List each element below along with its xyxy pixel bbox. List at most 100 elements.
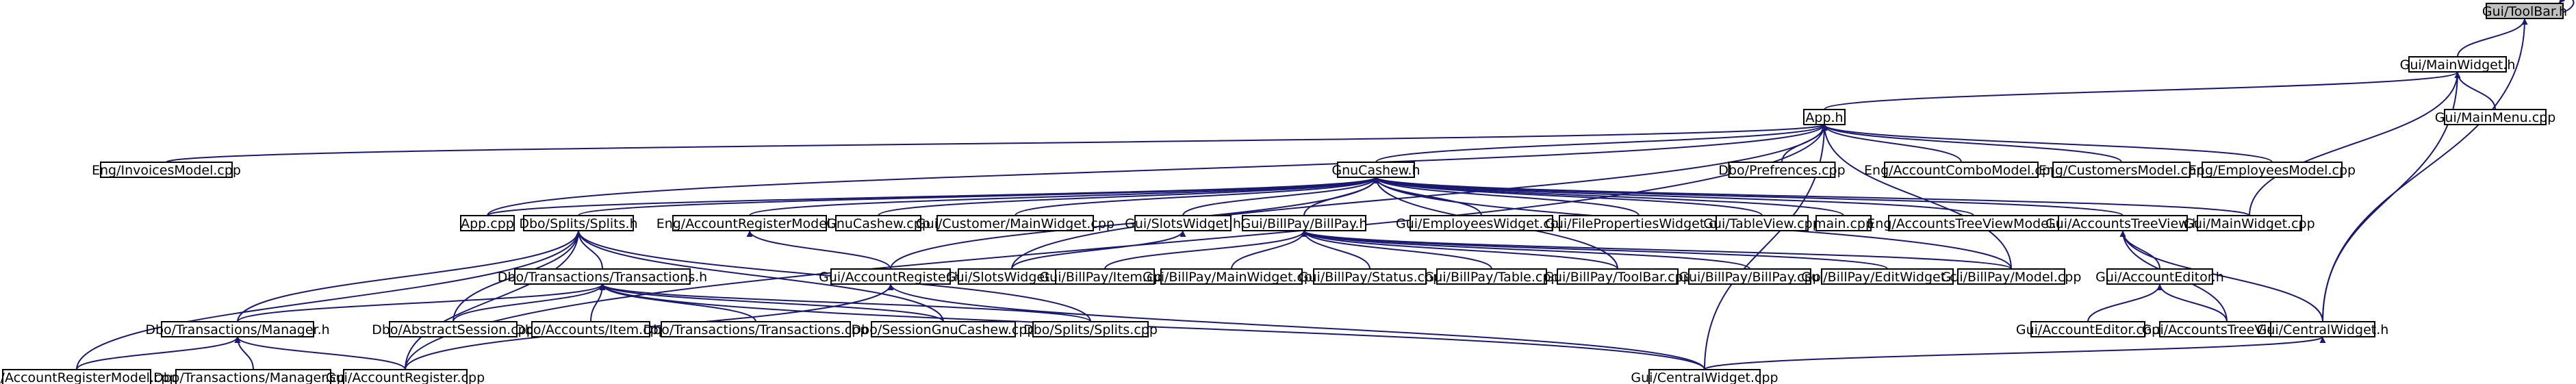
node-billpay-table-cpp[interactable]: Gui/BillPay/Table.cpp	[1425, 268, 1559, 285]
node-box	[871, 321, 1016, 337]
edge-transactions_h-to-splits_cpp	[599, 283, 1091, 322]
node-accounts-item-cpp[interactable]: Dbo/Accounts/Item.cpp	[515, 321, 667, 337]
node-accountcombomodel-cpp[interactable]: Eng/AccountComboModel.cpp	[1864, 162, 2058, 178]
node-main-cpp[interactable]: main.cpp	[1813, 215, 1874, 231]
node-tableview-cpp[interactable]: Gui/TableView.cpp	[1703, 215, 1821, 231]
node-label: Gui/AccountRegister.cpp	[326, 370, 485, 384]
node-billpay-h[interactable]: Gui/BillPay/BillPay.h	[1241, 215, 1368, 231]
node-label: Gui/BillPay/Item.cpp	[1039, 270, 1170, 285]
node-label: main.cpp	[1813, 216, 1874, 231]
edge-billpay_h-to-billpay_table_cpp	[1301, 230, 1492, 270]
node-accountregistermodel-cpp[interactable]: Eng/AccountRegisterModel.cpp	[0, 369, 178, 384]
node-accountstreeviewmodel-cpp[interactable]: Eng/AccountsTreeViewModel.cpp	[1867, 215, 2080, 231]
node-employeeswidget-cpp[interactable]: Gui/EmployeesWidget.cpp	[1396, 215, 1567, 231]
node-box	[661, 321, 851, 337]
node-splits-h[interactable]: Dbo/Splits/Splits.h	[519, 215, 638, 231]
node-splits-cpp[interactable]: Dbo/Splits/Splits.cpp	[1023, 321, 1158, 337]
edge-app_h-to-slotswidget_cpp	[1011, 124, 1828, 270]
edge-gnucashew_h-to-app_cpp	[487, 177, 1379, 216]
edge-gnucashew_h-to-mainwidget_cpp	[1373, 177, 2250, 216]
edge-gnucashew_h-to-main_cpp	[1373, 177, 1844, 216]
edge-billpay_h-to-billpay_toolbar_cpp	[1301, 230, 1618, 270]
node-mainwidget-cpp[interactable]: Gui/MainWidget.cpp	[2184, 215, 2315, 231]
node-billpay-model-cpp[interactable]: Gui/BillPay/Model.cpp	[1941, 268, 2082, 285]
node-mainwidget-h[interactable]: Gui/MainWidget.h	[2400, 56, 2516, 73]
node-accountstreeview-cpp[interactable]: Gui/AccountsTreeView.cpp	[2142, 321, 2312, 337]
node-employeesmodel-cpp[interactable]: Eng/EmployeesModel.cpp	[2189, 162, 2356, 178]
node-manager-h[interactable]: Dbo/Transactions/Manager.h	[145, 321, 330, 337]
edge-app_h-to-invoicesmodel_cpp	[166, 124, 1827, 163]
edge-app_h-to-billpay_model_cpp	[1821, 124, 2012, 270]
node-label: Gui/BillPay/Table.cpp	[1425, 270, 1559, 285]
edge-app_h-to-employeesmodel_cpp	[1821, 124, 2273, 163]
node-billpay-editwidget-cpp[interactable]: Gui/BillPay/EditWidget.cpp	[1801, 268, 1974, 285]
node-abstractsession-cpp[interactable]: Dbo/AbstractSession.cpp	[372, 321, 535, 337]
node-accounteditor-cpp[interactable]: Gui/AccountEditor.cpp	[2016, 321, 2160, 337]
node-label: Gui/MainWidget.h	[2400, 57, 2516, 73]
node-slotswidget-h[interactable]: Gui/SlotsWidget.h	[1125, 215, 1241, 231]
node-slotswidget-cpp[interactable]: Gui/SlotsWidget.cpp	[946, 268, 1077, 285]
node-box	[460, 215, 515, 231]
node-filepropertieswidget-cpp[interactable]: Gui/FilePropertiesWidget.cpp	[1545, 215, 1733, 231]
node-accountregister-h[interactable]: Gui/AccountRegister.h	[819, 268, 962, 285]
node-customersmodel-cpp[interactable]: Eng/CustomersModel.cpp	[2039, 162, 2204, 178]
edge-accounteditor_h-to-accountstreeview_cpp	[2156, 283, 2228, 322]
node-gnucashew-h[interactable]: GnuCashew.h	[1331, 162, 1420, 178]
node-label: Gui/MainWidget.cpp	[2184, 216, 2314, 231]
node-billpay-billpay-cpp[interactable]: Gui/BillPay/BillPay.cpp	[1679, 268, 1821, 285]
node-accountregister-cpp[interactable]: Gui/AccountRegister.cpp	[326, 369, 485, 384]
node-accountstreeview-h[interactable]: Gui/AccountsTreeView.h	[2045, 215, 2200, 231]
node-label: Gui/BillPay/Model.cpp	[1941, 270, 2082, 285]
node-app-h[interactable]: App.h	[1803, 109, 1846, 125]
node-gnucashew-cpp[interactable]: GnuCashew.cpp	[826, 215, 930, 231]
node-billpay-item-cpp[interactable]: Gui/BillPay/Item.cpp	[1039, 268, 1171, 285]
edges-layer	[76, 0, 2575, 370]
edge-billpay_h-to-billpay_item_cpp	[1104, 230, 1308, 270]
node-billpay-status-cpp[interactable]: Gui/BillPay/Status.cpp	[1299, 268, 1441, 285]
node-box	[835, 215, 921, 231]
node-centralwidget-h[interactable]: Gui/CentralWidget.h	[2257, 321, 2389, 337]
edge-transactions_h-to-sessiongnucashew_cpp	[599, 283, 944, 322]
node-label: Dbo/SessionGnuCashew.cpp	[852, 322, 1036, 337]
node-accountregistermodel-h[interactable]: Eng/AccountRegisterModel.h	[656, 215, 843, 231]
node-mainmenu-cpp[interactable]: Gui/MainMenu.cpp	[2435, 109, 2556, 125]
node-centralwidget-cpp[interactable]: Gui/CentralWidget.cpp	[1631, 369, 1778, 384]
edge-splits_h-to-sessiongnucashew_cpp	[575, 230, 944, 322]
node-toolbar-h[interactable]: Gui/ToolBar.h	[2482, 3, 2567, 19]
edge-gnucashew_h-to-filepropertieswidget_cpp	[1373, 177, 1640, 216]
node-transactions-cpp[interactable]: Dbo/Transactions/Transactions.cpp	[643, 321, 869, 337]
node-box	[1688, 268, 1811, 285]
edge-mainwidget_h-to-app_h	[1824, 71, 2461, 110]
node-label: Dbo/Transactions/Manager.h	[145, 322, 329, 337]
edge-billpay_h-to-billpay_billpay_cpp	[1301, 230, 1750, 270]
node-box	[514, 268, 691, 285]
node-label: Gui/MainMenu.cpp	[2435, 110, 2556, 125]
node-label: Gui/CentralWidget.h	[2257, 322, 2389, 337]
edge-gnucashew_h-to-accountregistermodel_h	[749, 177, 1379, 216]
node-app-cpp[interactable]: App.cpp	[460, 215, 515, 231]
node-manager-cpp[interactable]: Dbo/Transactions/Manager.cpp	[153, 369, 353, 384]
node-label: Gui/AccountRegister.h	[819, 270, 962, 285]
node-label: Gui/FilePropertiesWidget.cpp	[1545, 216, 1733, 231]
node-sessiongnucashew-cpp[interactable]: Dbo/SessionGnuCashew.cpp	[852, 321, 1036, 337]
node-label: Gui/BillPay/MainWidget.cpp	[1143, 270, 1321, 285]
node-label: Dbo/AbstractSession.cpp	[372, 322, 535, 337]
node-label: Dbo/Accounts/Item.cpp	[515, 322, 667, 337]
node-label: Dbo/Transactions/Transactions.h	[498, 270, 707, 285]
edge-gnucashew_h-to-slotswidget_h	[1182, 177, 1379, 216]
node-box	[389, 321, 518, 337]
node-label: Gui/BillPay/ToolBar.cpp	[1544, 270, 1691, 285]
node-label: Eng/AccountRegisterModel.cpp	[0, 370, 178, 384]
edge-transactions_h-to-abstractsession_cpp	[452, 283, 606, 322]
node-accounteditor-h[interactable]: Gui/AccountEditor.h	[2095, 268, 2224, 285]
node-box	[2058, 215, 2188, 231]
node-billpay-toolbar-cpp[interactable]: Gui/BillPay/ToolBar.cpp	[1544, 268, 1692, 285]
edge-gnucashew_h-to-customer_mainwidget_cpp	[1015, 177, 1379, 216]
node-transactions-h[interactable]: Dbo/Transactions/Transactions.h	[498, 268, 707, 285]
node-billpay-mainwidget-cpp[interactable]: Gui/BillPay/MainWidget.cpp	[1143, 268, 1321, 285]
node-invoicesmodel-cpp[interactable]: Eng/InvoicesModel.cpp	[92, 162, 241, 178]
node-customer-mainwidget-cpp[interactable]: Gui/Customer/MainWidget.cpp	[916, 215, 1114, 231]
node-prefrences-cpp[interactable]: Dbo/Prefrences.cpp	[1718, 162, 1846, 178]
node-box	[2444, 109, 2547, 125]
edge-app_h-to-customersmodel_cpp	[1821, 124, 2122, 163]
